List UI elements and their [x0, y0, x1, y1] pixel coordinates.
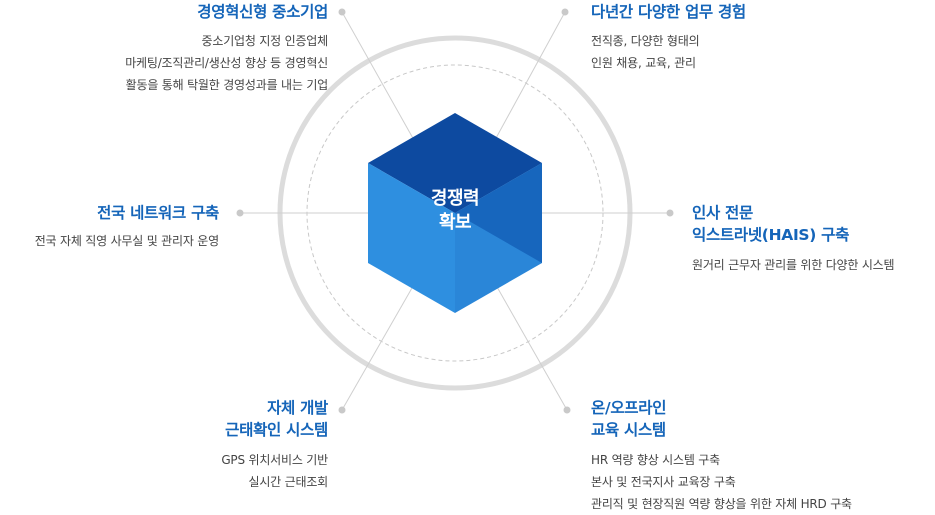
node-title: 온/오프라인: [591, 397, 852, 419]
center-label-line2: 확보: [405, 211, 505, 235]
dot-top-left: [339, 9, 346, 16]
center-label: 경쟁력 확보: [405, 187, 505, 235]
node-bottom-right: 온/오프라인 교육 시스템 HR 역량 향상 시스템 구축 본사 및 전국지사 …: [591, 397, 852, 515]
node-desc-line: 전국 자체 직영 사무실 및 관리자 운영: [35, 230, 219, 252]
node-top-right: 다년간 다양한 업무 경험 전직종, 다양한 형태의 인원 채용, 교육, 관리: [591, 1, 746, 74]
node-desc-line: 전직종, 다양한 형태의: [591, 30, 746, 52]
node-desc-line: 인원 채용, 교육, 관리: [591, 52, 746, 74]
dot-bottom-left: [339, 407, 346, 414]
node-title: 자체 개발: [221, 397, 328, 419]
node-title: 다년간 다양한 업무 경험: [591, 1, 746, 23]
dot-top-right: [562, 9, 569, 16]
node-desc-line: 본사 및 전국지사 교육장 구축: [591, 471, 852, 493]
node-desc-line: 원거리 근무자 관리를 위한 다양한 시스템: [692, 254, 894, 276]
node-desc-line: GPS 위치서비스 기반: [221, 449, 328, 471]
node-desc-line: HR 역량 향상 시스템 구축: [591, 449, 852, 471]
node-title: 경영혁신형 중소기업: [125, 1, 328, 23]
node-mid-right: 인사 전문 익스트라넷(HAIS) 구축 원거리 근무자 관리를 위한 다양한 …: [692, 202, 894, 276]
node-mid-left: 전국 네트워크 구축 전국 자체 직영 사무실 및 관리자 운영: [35, 202, 219, 252]
node-desc-line: 마케팅/조직관리/생산성 향상 등 경영혁신: [125, 52, 328, 74]
dot-mid-right: [667, 210, 674, 217]
node-top-left: 경영혁신형 중소기업 중소기업청 지정 인증업체 마케팅/조직관리/생산성 향상…: [125, 1, 328, 96]
dot-bottom-right: [564, 407, 571, 414]
center-label-line1: 경쟁력: [405, 187, 505, 211]
node-title: 전국 네트워크 구축: [35, 202, 219, 224]
node-title: 익스트라넷(HAIS) 구축: [692, 224, 894, 246]
node-title: 교육 시스템: [591, 419, 852, 441]
node-title: 근태확인 시스템: [221, 419, 328, 441]
node-title: 인사 전문: [692, 202, 894, 224]
node-desc-line: 중소기업청 지정 인증업체: [125, 30, 328, 52]
node-desc-line: 실시간 근태조회: [221, 471, 328, 493]
node-desc-line: 활동을 통해 탁월한 경영성과를 내는 기업: [125, 74, 328, 96]
dot-mid-left: [237, 210, 244, 217]
node-bottom-left: 자체 개발 근태확인 시스템 GPS 위치서비스 기반 실시간 근태조회: [221, 397, 328, 493]
